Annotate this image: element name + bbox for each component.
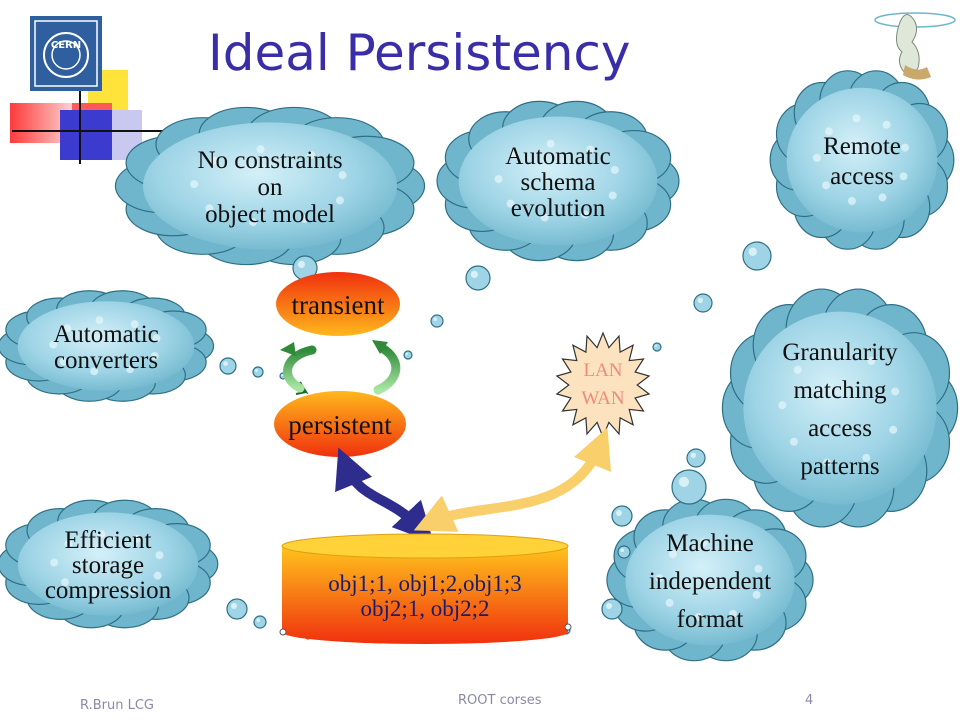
figure-illustration bbox=[874, 12, 956, 80]
bubble bbox=[465, 265, 491, 291]
cern-logo: CERN bbox=[30, 16, 102, 91]
storage-line-2: obj2;1, obj2;2 bbox=[360, 596, 489, 621]
bubble bbox=[601, 598, 623, 620]
bubble bbox=[219, 357, 237, 375]
machine-label-line-3: format bbox=[677, 606, 744, 633]
cycle-arrows bbox=[280, 340, 401, 395]
no-constraints-label-line-2: on bbox=[258, 174, 284, 201]
no-constraints-label-line-1: No constraints bbox=[197, 147, 342, 174]
thought-bubbles bbox=[219, 241, 772, 640]
storage-label-line-2: storage bbox=[72, 552, 144, 579]
footer-author: R.Brun LCG bbox=[80, 698, 154, 713]
bubble bbox=[252, 366, 264, 378]
cloud-granularity: Granularity matching access patterns bbox=[721, 288, 959, 528]
wan-label: WAN bbox=[581, 388, 625, 409]
cycle-arrow-right bbox=[373, 343, 401, 395]
logo-decoration bbox=[10, 70, 180, 164]
bubble bbox=[671, 469, 707, 505]
bubble bbox=[652, 342, 662, 352]
storage-file-cylinder: obj1;1, obj1;2,obj1;3 obj2;1, obj2;2 bbox=[279, 533, 572, 644]
bubble bbox=[253, 615, 267, 629]
lan-wan-burst: LAN WAN bbox=[555, 331, 651, 439]
machine-label-line-1: Machine bbox=[666, 530, 753, 557]
converters-label-line-2: converters bbox=[54, 347, 158, 374]
storage-line-1: obj1;1, obj1;2,obj1;3 bbox=[328, 571, 522, 596]
granularity-label-line-1: Granularity bbox=[782, 339, 898, 366]
remote-access-label-line-2: access bbox=[830, 163, 894, 190]
remote-access-label-line-1: Remote bbox=[823, 133, 901, 160]
bubble bbox=[686, 448, 706, 468]
bubble bbox=[430, 314, 444, 328]
storage-label-line-3: compression bbox=[45, 577, 172, 604]
schema-evolution-label-line-3: evolution bbox=[511, 195, 606, 222]
cloud-remote-access: Remote access bbox=[769, 70, 955, 250]
converters-label-line-1: Automatic bbox=[53, 321, 159, 348]
lan-label: LAN bbox=[583, 360, 622, 381]
cycle-arrow-left bbox=[283, 345, 317, 393]
transient-node: transient bbox=[276, 272, 400, 336]
schema-evolution-label-line-2: schema bbox=[521, 169, 596, 196]
bubble bbox=[403, 350, 413, 360]
granularity-label-line-3: access bbox=[808, 415, 872, 442]
bubble bbox=[611, 505, 633, 527]
storage-label-line-1: Efficient bbox=[65, 527, 152, 554]
bubble bbox=[617, 545, 631, 559]
cern-logo-text: CERN bbox=[51, 40, 81, 51]
footer-course: ROOT corses bbox=[458, 693, 542, 708]
file-to-network-arrow bbox=[413, 427, 611, 532]
persistent-to-file-arrow bbox=[335, 447, 434, 543]
persistent-node: persistent bbox=[274, 391, 406, 457]
bubble bbox=[226, 598, 248, 620]
bubble bbox=[693, 293, 713, 313]
persistent-label: persistent bbox=[288, 410, 392, 440]
slide-title: Ideal Persistency bbox=[208, 24, 631, 82]
page-number: 4 bbox=[805, 693, 814, 708]
schema-evolution-label-line-1: Automatic bbox=[505, 143, 611, 170]
machine-label-line-2: independent bbox=[649, 568, 771, 595]
transient-label: transient bbox=[292, 290, 385, 320]
bubble bbox=[742, 241, 772, 271]
no-constraints-label-line-3: object model bbox=[205, 201, 335, 228]
cloud-machine-independent: Machine independent format bbox=[606, 498, 814, 662]
granularity-label-line-2: matching bbox=[793, 377, 887, 404]
granularity-label-line-4: patterns bbox=[800, 453, 879, 480]
